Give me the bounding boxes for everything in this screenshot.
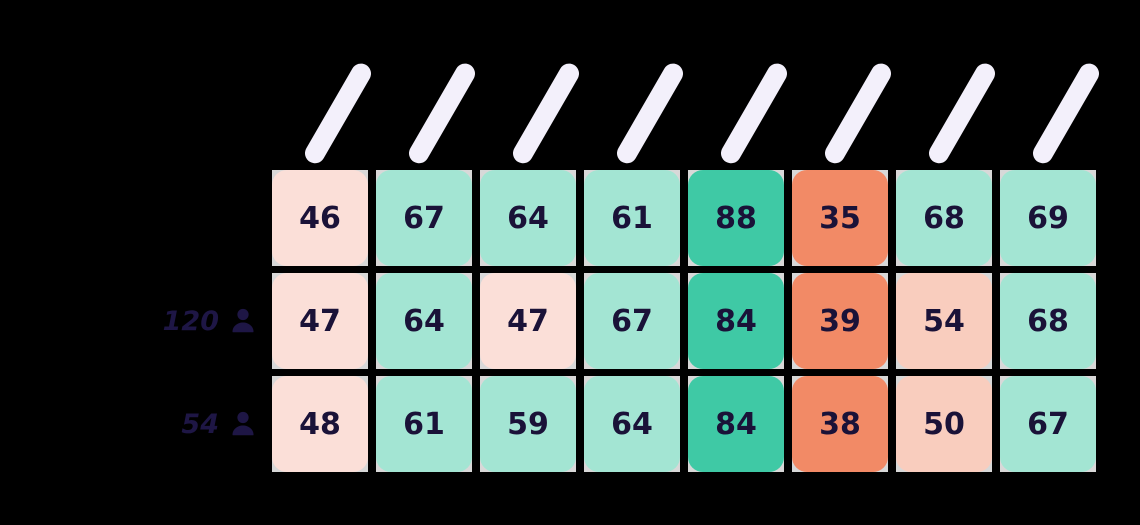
heatmap-cell[interactable]: 64 xyxy=(584,376,680,472)
column-header-redacted-bar xyxy=(821,59,895,167)
heatmap-cell[interactable]: 69 xyxy=(1000,170,1096,266)
heatmap-cell[interactable]: 47 xyxy=(480,273,576,369)
heatmap-cell[interactable]: 67 xyxy=(584,273,680,369)
cell-value: 39 xyxy=(792,273,888,369)
cell-value: 38 xyxy=(792,376,888,472)
row-label-1 xyxy=(0,170,258,266)
heatmap-cell[interactable]: 39 xyxy=(792,273,888,369)
heatmap-cell[interactable]: 46 xyxy=(272,170,368,266)
heatmap-cell[interactable]: 67 xyxy=(1000,376,1096,472)
heatmap-cell[interactable]: 67 xyxy=(376,170,472,266)
cell-value: 64 xyxy=(376,273,472,369)
heatmap-cell[interactable]: 88 xyxy=(688,170,784,266)
cell-value: 68 xyxy=(1000,273,1096,369)
cell-value: 47 xyxy=(480,273,576,369)
cell-value: 48 xyxy=(272,376,368,472)
cell-value: 64 xyxy=(584,376,680,472)
heatmap-cell[interactable]: 47 xyxy=(272,273,368,369)
heatmap-cell[interactable]: 50 xyxy=(896,376,992,472)
column-header-redacted-bar xyxy=(717,59,791,167)
cell-value: 47 xyxy=(272,273,368,369)
cell-value: 67 xyxy=(376,170,472,266)
row-label-2: 120 xyxy=(0,273,258,369)
column-header-redacted-bar xyxy=(509,59,583,167)
cell-value: 50 xyxy=(896,376,992,472)
row-label-3: 54 xyxy=(0,376,258,472)
column-header-redacted-bar xyxy=(1029,59,1103,167)
row-label-text: 54 xyxy=(181,408,219,440)
cell-value: 67 xyxy=(1000,376,1096,472)
heatmap-cell[interactable]: 84 xyxy=(688,376,784,472)
column-header-redacted-bar xyxy=(301,59,375,167)
cell-value: 35 xyxy=(792,170,888,266)
cell-value: 61 xyxy=(376,376,472,472)
heatmap-cell[interactable]: 61 xyxy=(376,376,472,472)
person-icon xyxy=(232,308,254,333)
cell-value: 59 xyxy=(480,376,576,472)
cell-value: 46 xyxy=(272,170,368,266)
heatmap-cell[interactable]: 84 xyxy=(688,273,784,369)
cell-value: 84 xyxy=(688,273,784,369)
heatmap-cell[interactable]: 54 xyxy=(896,273,992,369)
heatmap-cell[interactable]: 64 xyxy=(376,273,472,369)
column-header-redacted-bar xyxy=(925,59,999,167)
heatmap-cell[interactable]: 38 xyxy=(792,376,888,472)
heatmap-cell[interactable]: 59 xyxy=(480,376,576,472)
cell-value: 88 xyxy=(688,170,784,266)
cell-value: 54 xyxy=(896,273,992,369)
cell-value: 64 xyxy=(480,170,576,266)
heatmap-cell[interactable]: 68 xyxy=(1000,273,1096,369)
column-header-redacted-bar xyxy=(405,59,479,167)
heatmap-cell[interactable]: 61 xyxy=(584,170,680,266)
heatmap-cell[interactable]: 35 xyxy=(792,170,888,266)
cell-value: 68 xyxy=(896,170,992,266)
heatmap-cell[interactable]: 48 xyxy=(272,376,368,472)
heatmap-cell[interactable]: 68 xyxy=(896,170,992,266)
cell-value: 61 xyxy=(584,170,680,266)
person-icon xyxy=(232,411,254,436)
cell-value: 84 xyxy=(688,376,784,472)
cell-value: 67 xyxy=(584,273,680,369)
column-header-redacted-bar xyxy=(613,59,687,167)
row-label-text: 120 xyxy=(162,305,219,337)
heatmap-cell[interactable]: 64 xyxy=(480,170,576,266)
cell-value: 69 xyxy=(1000,170,1096,266)
